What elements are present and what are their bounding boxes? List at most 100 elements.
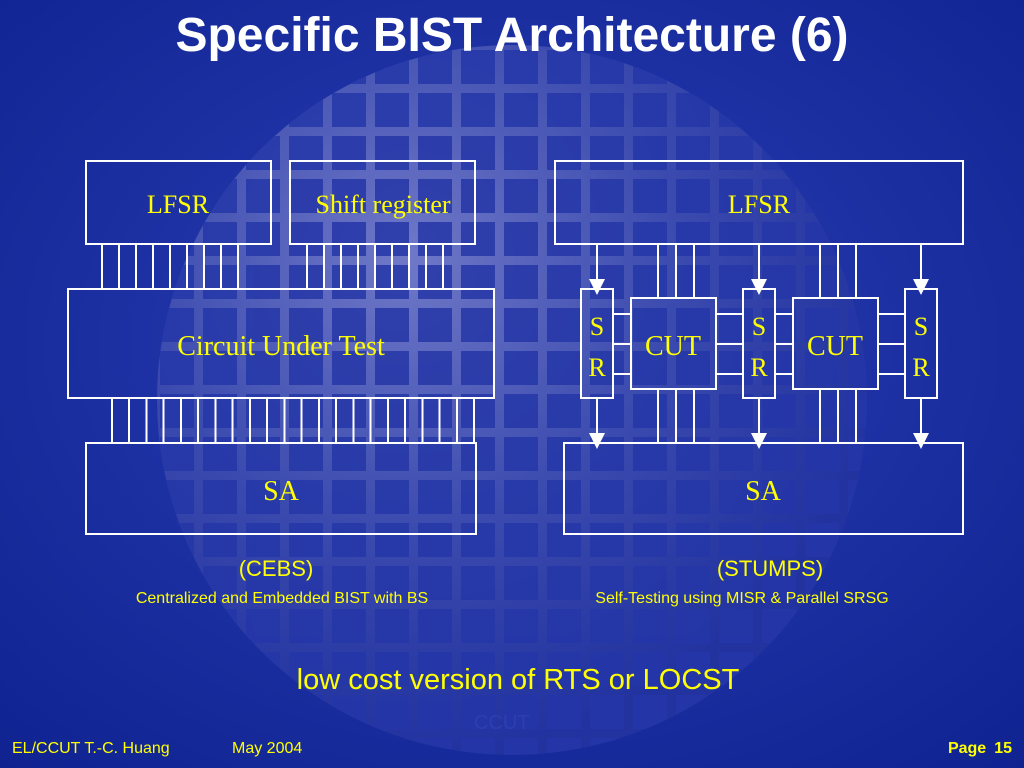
bottom-note: low cost version of RTS or LOCST [296, 664, 740, 696]
background-tile [332, 351, 366, 385]
background-tile [461, 351, 495, 385]
background-tile [805, 265, 839, 299]
background-tile [719, 566, 753, 600]
background-tile [289, 609, 323, 643]
background-tile [719, 351, 753, 385]
footer-page-label: Page [947, 740, 987, 757]
background-tile [461, 480, 495, 514]
background-tile [418, 308, 452, 342]
background-tile [246, 351, 280, 385]
background-tile [246, 222, 280, 256]
background-tile [547, 695, 581, 729]
background-tile [375, 609, 409, 643]
background-tile [332, 523, 366, 557]
background-tile [590, 136, 624, 170]
background-tile [719, 265, 753, 299]
footer-date: May 2004 [232, 740, 303, 757]
background-tile [762, 480, 796, 514]
background-tile [805, 308, 839, 342]
background-tile [418, 523, 452, 557]
background-tile [504, 652, 538, 686]
background-tile [289, 480, 323, 514]
background-tile [590, 523, 624, 557]
background-tile [504, 265, 538, 299]
background-tile [676, 480, 710, 514]
background-tile [676, 351, 710, 385]
cebs-caption: (CEBS) [238, 556, 314, 581]
background-tile [418, 222, 452, 256]
background-tile [547, 265, 581, 299]
background-tile [418, 695, 452, 729]
background-tile [547, 394, 581, 428]
background-tile [375, 523, 409, 557]
stumps-sr-2-bottom: R [750, 353, 768, 382]
background-tile [504, 695, 538, 729]
footer-author: EL/CCUT T.-C. Huang [12, 740, 170, 757]
cebs-lfsr-label: LFSR [147, 190, 210, 219]
stumps-cut-2-label: CUT [807, 331, 863, 362]
background-tile [504, 351, 538, 385]
stumps-cut-1-label: CUT [645, 331, 701, 362]
background-tile [203, 523, 237, 557]
stumps-wires [589, 244, 929, 449]
background-tile [375, 695, 409, 729]
background-tile [160, 394, 194, 428]
background-tile [289, 652, 323, 686]
background-tile [461, 50, 495, 84]
background-tile [633, 93, 667, 127]
background-tile [203, 394, 237, 428]
background-tile [590, 695, 624, 729]
background-tile [590, 93, 624, 127]
background-tile [418, 93, 452, 127]
background-tile [676, 136, 710, 170]
background-tile [547, 222, 581, 256]
background-tile [332, 179, 366, 213]
background-tile [504, 308, 538, 342]
background-tile [418, 566, 452, 600]
background-tile [590, 179, 624, 213]
footer-page-number: 15 [994, 740, 1012, 757]
stumps-sr-2-top: S [752, 312, 766, 341]
background-tile [332, 265, 366, 299]
cebs-cut-label: Circuit Under Test [177, 331, 385, 362]
footer-page: Page 15 [940, 740, 1012, 758]
background-tile [332, 136, 366, 170]
background-tile [762, 351, 796, 385]
background-tile [289, 136, 323, 170]
background-tile [375, 351, 409, 385]
background-tile [375, 566, 409, 600]
background-tile [504, 179, 538, 213]
background-tile [246, 566, 280, 600]
background-tile [289, 351, 323, 385]
background-tile [246, 394, 280, 428]
background-tile [461, 308, 495, 342]
background-tile [203, 351, 237, 385]
background-tile [418, 265, 452, 299]
background-tile [504, 523, 538, 557]
background-tile [246, 523, 280, 557]
background-tile [719, 480, 753, 514]
background-tile [762, 222, 796, 256]
background-tile [332, 394, 366, 428]
background-tile [762, 394, 796, 428]
background-tile [461, 609, 495, 643]
background-tile [504, 394, 538, 428]
background-tile [203, 480, 237, 514]
background-tile [375, 93, 409, 127]
background-tile [289, 308, 323, 342]
background-tile [289, 566, 323, 600]
background-tile [461, 566, 495, 600]
background-tile [719, 222, 753, 256]
background-tile [719, 394, 753, 428]
stumps-sr-1-top: S [590, 312, 604, 341]
background-tile [375, 652, 409, 686]
background-tile [504, 437, 538, 471]
stumps-sr-3-top: S [914, 312, 928, 341]
background-tile [504, 93, 538, 127]
background-tile [633, 222, 667, 256]
background-tile [848, 351, 867, 385]
stumps-caption: (STUMPS) [716, 556, 824, 581]
background-tile [633, 523, 667, 557]
stumps-sa-label: SA [745, 476, 782, 507]
